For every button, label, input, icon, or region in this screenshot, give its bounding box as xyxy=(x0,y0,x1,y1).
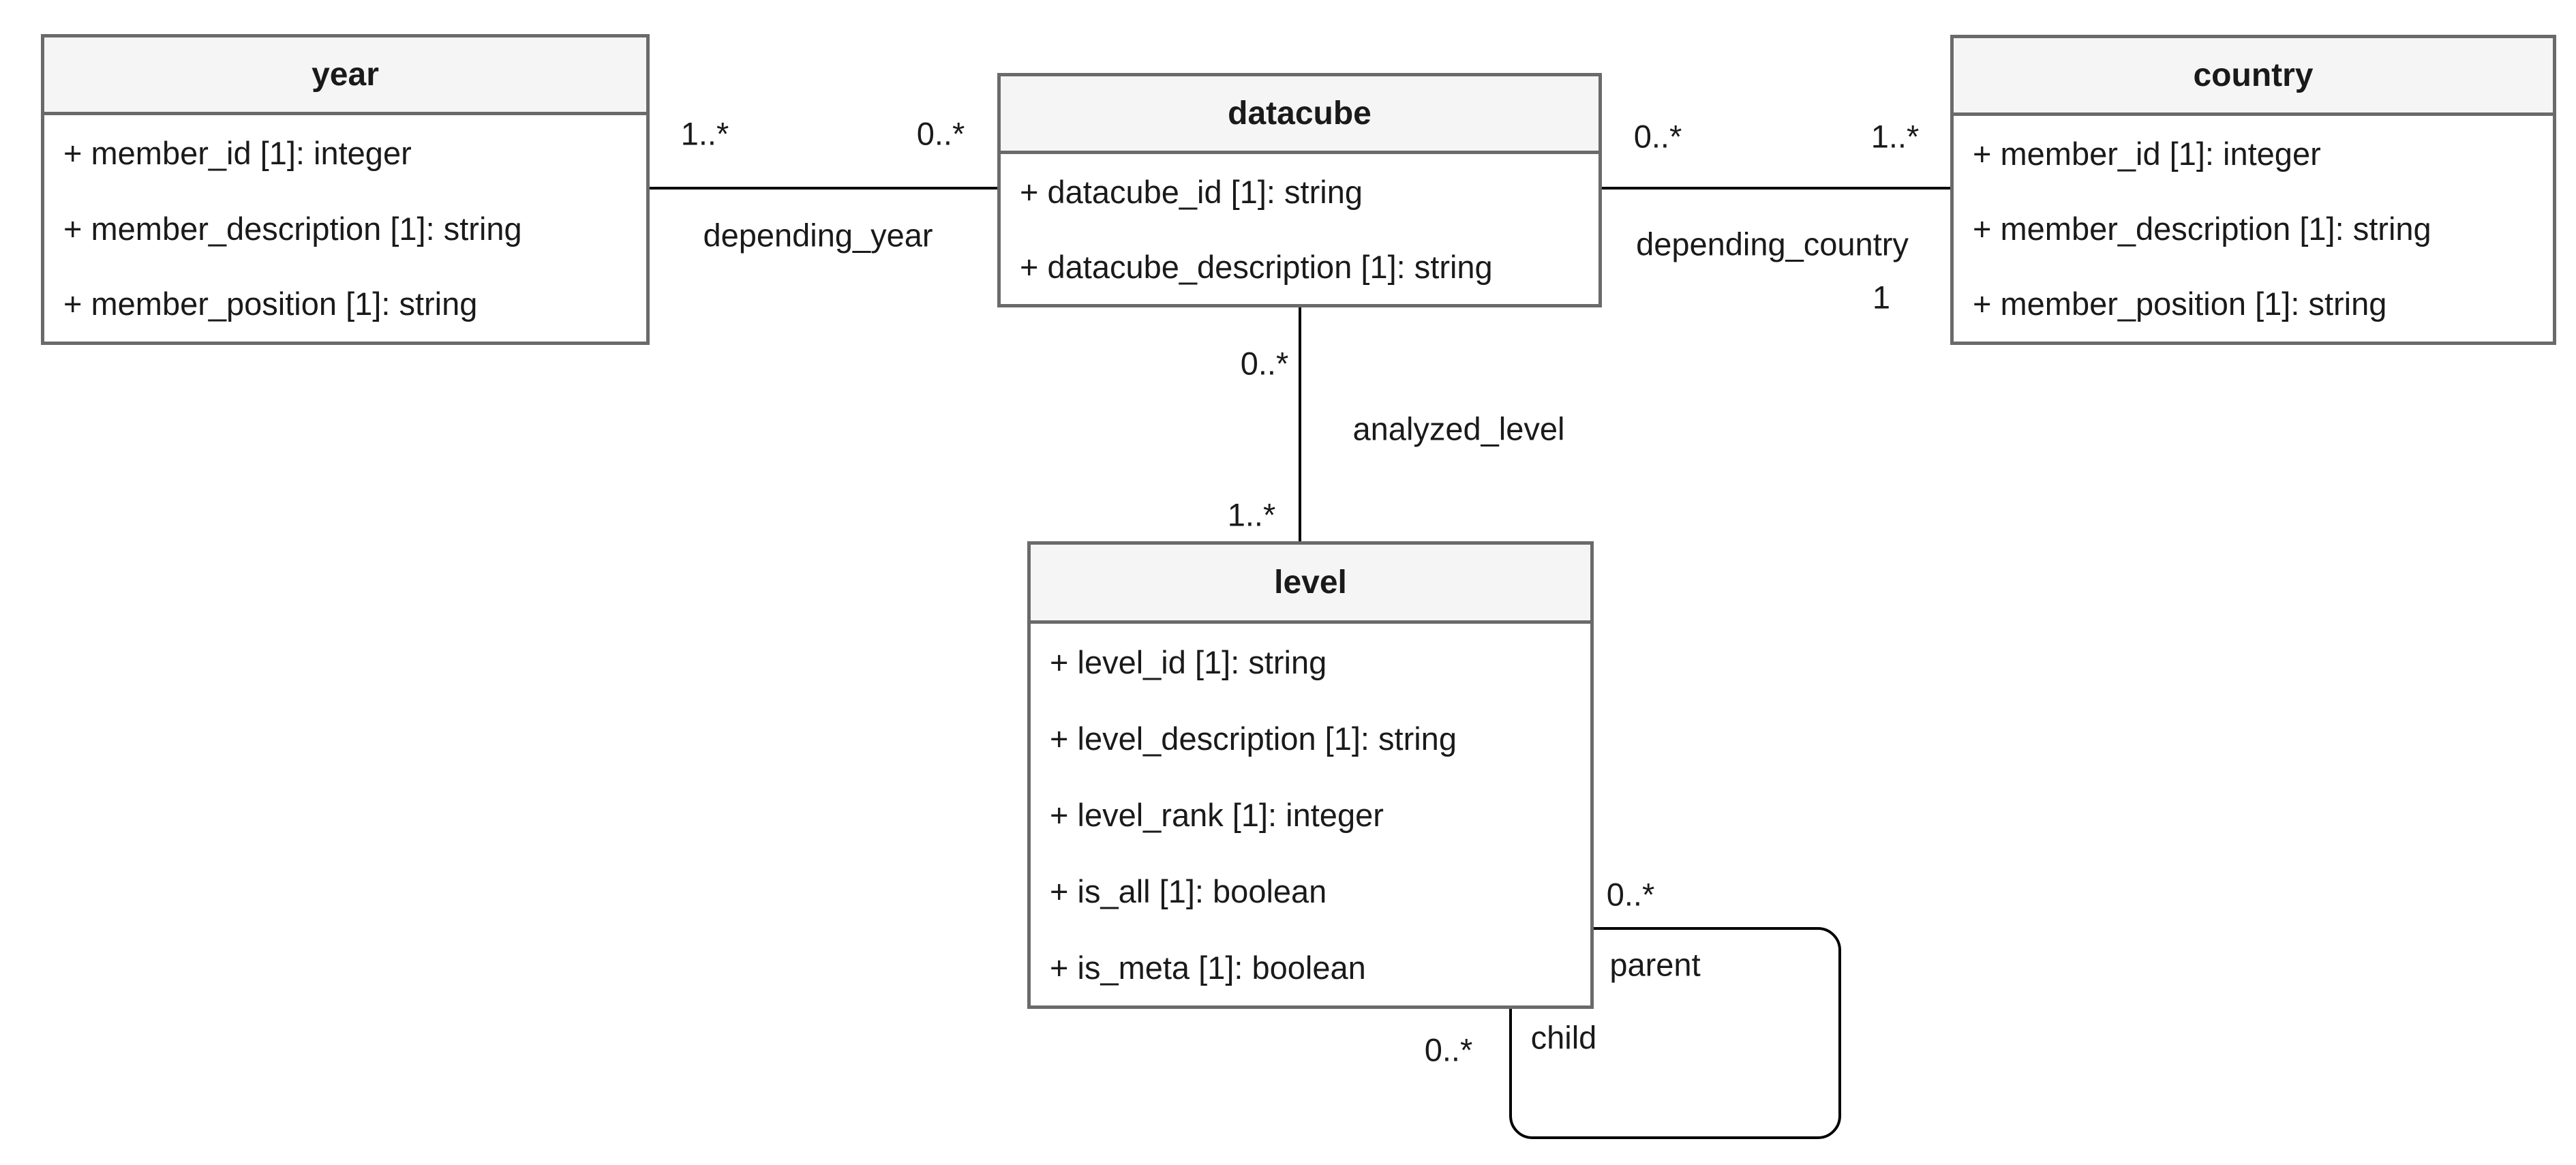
attribute-row: + level_rank [1]: integer xyxy=(1050,796,1384,833)
multiplicity-label-datacube-right-end: 0..* xyxy=(1631,117,1685,155)
association-line-depending-year xyxy=(650,187,997,190)
association-line-depending-country xyxy=(1602,187,1950,190)
class-country: country + member_id [1]: integer + membe… xyxy=(1950,35,2556,345)
class-year-header: year xyxy=(44,37,646,115)
attribute-row: + datacube_description [1]: string xyxy=(1020,248,1493,285)
role-label-parent: parent xyxy=(1607,945,1703,984)
class-country-title: country xyxy=(2193,57,2314,93)
class-year-attributes: + member_id [1]: integer + member_descri… xyxy=(44,115,646,342)
association-line-analyzed-level xyxy=(1299,307,1301,541)
class-year-title: year xyxy=(312,57,379,93)
attribute-row: + member_description [1]: string xyxy=(63,210,522,247)
class-level-attributes: + level_id [1]: string + level_descripti… xyxy=(1031,624,1590,1005)
role-label-child: child xyxy=(1528,1018,1600,1057)
attribute-row: + member_id [1]: integer xyxy=(1973,135,2321,172)
attribute-row: + is_all [1]: boolean xyxy=(1050,873,1327,909)
association-name-analyzed-level: analyzed_level xyxy=(1350,410,1568,448)
class-country-header: country xyxy=(1954,38,2553,116)
class-datacube: datacube + datacube_id [1]: string + dat… xyxy=(997,73,1602,307)
class-datacube-attributes: + datacube_id [1]: string + datacube_des… xyxy=(1001,154,1598,304)
class-datacube-header: datacube xyxy=(1001,76,1598,154)
class-year: year + member_id [1]: integer + member_d… xyxy=(41,34,650,345)
multiplicity-label-one: 1 xyxy=(1869,278,1894,316)
attribute-row: + member_description [1]: string xyxy=(1973,210,2431,247)
multiplicity-label-child-end: 0..* xyxy=(1421,1031,1476,1069)
class-level: level + level_id [1]: string + level_des… xyxy=(1027,541,1594,1009)
class-level-title: level xyxy=(1274,564,1347,601)
attribute-row: + member_position [1]: string xyxy=(1973,286,2387,322)
attribute-row: + level_id [1]: string xyxy=(1050,644,1327,680)
association-name-depending-year: depending_year xyxy=(700,216,936,254)
multiplicity-label-datacube-bottom-end: 0..* xyxy=(1237,344,1292,382)
attribute-row: + member_id [1]: integer xyxy=(63,134,412,171)
class-level-header: level xyxy=(1031,545,1590,624)
attribute-row: + datacube_id [1]: string xyxy=(1020,173,1363,210)
attribute-row: + is_meta [1]: boolean xyxy=(1050,949,1366,986)
association-line-level-self-loop xyxy=(1509,927,1841,1139)
multiplicity-label-parent-end: 0..* xyxy=(1603,875,1658,913)
association-name-depending-country: depending_country xyxy=(1633,225,1911,263)
attribute-row: + level_description [1]: string xyxy=(1050,720,1457,757)
attribute-row: + member_position [1]: string xyxy=(63,286,478,322)
multiplicity-label-datacube-left-end: 0..* xyxy=(913,115,968,153)
class-country-attributes: + member_id [1]: integer + member_descri… xyxy=(1954,116,2553,342)
multiplicity-label-year-end: 1..* xyxy=(678,115,732,153)
multiplicity-label-level-top-end: 1..* xyxy=(1224,496,1279,534)
class-datacube-title: datacube xyxy=(1228,95,1372,132)
multiplicity-label-country-end: 1..* xyxy=(1868,117,1922,155)
